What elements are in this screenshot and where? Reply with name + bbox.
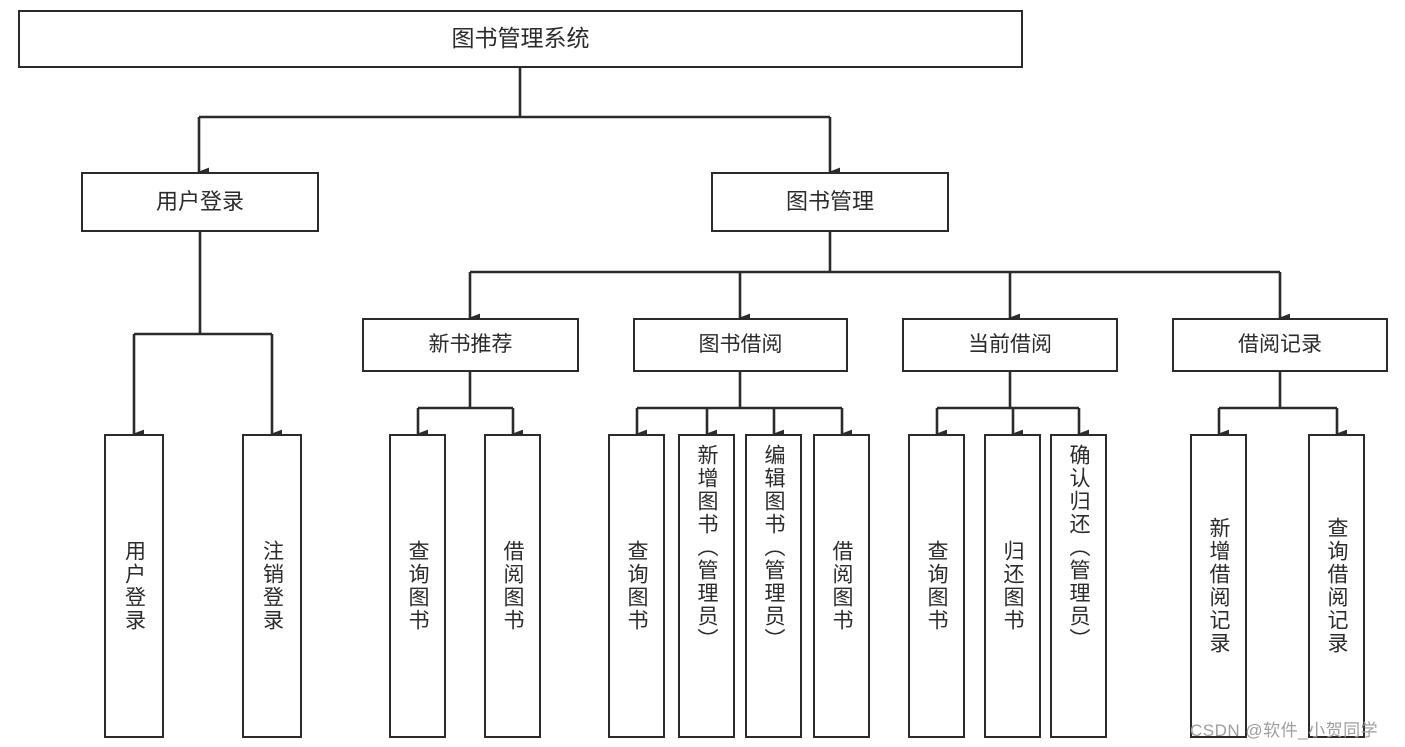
node-leaf-add-record[interactable]: 新增借阅记录 [1190,434,1247,738]
node-user-login[interactable]: 用户登录 [81,172,319,232]
node-leaf-edit-book[interactable]: 编辑图书（管理员） [745,434,802,738]
node-leaf-borrow-book-1[interactable]: 借阅图书 [484,434,541,738]
node-label-leaf-return-book: 归还图书 [1001,540,1024,632]
node-borrow-record[interactable]: 借阅记录 [1172,318,1388,372]
node-label-borrow-record: 借阅记录 [1238,332,1322,356]
node-leaf-query-book-2[interactable]: 查询图书 [608,434,665,738]
node-book-borrow[interactable]: 图书借阅 [633,318,848,372]
node-leaf-query-book-1[interactable]: 查询图书 [389,434,446,738]
node-label-current-borrow: 当前借阅 [968,332,1052,356]
node-leaf-query-book-3[interactable]: 查询图书 [908,434,965,738]
node-label-leaf-borrow-book-2: 借阅图书 [830,540,853,632]
node-label-leaf-add-book: 新增图书（管理员） [695,444,718,651]
node-label-user-login: 用户登录 [155,189,244,215]
node-label-root: 图书管理系统 [451,25,590,52]
node-label-leaf-add-record: 新增借阅记录 [1207,517,1230,655]
node-leaf-add-book[interactable]: 新增图书（管理员） [678,434,735,738]
node-label-leaf-user-logout: 注销登录 [260,540,284,632]
node-label-book-manage: 图书管理 [785,189,874,215]
node-new-book-recommend[interactable]: 新书推荐 [362,318,579,372]
node-book-manage[interactable]: 图书管理 [711,172,949,232]
node-label-leaf-query-book-1: 查询图书 [406,540,429,632]
node-leaf-borrow-book-2[interactable]: 借阅图书 [813,434,870,738]
node-leaf-return-book[interactable]: 归还图书 [984,434,1041,738]
node-label-leaf-query-record: 查询借阅记录 [1325,517,1348,655]
node-current-borrow[interactable]: 当前借阅 [902,318,1118,372]
node-label-leaf-query-book-2: 查询图书 [625,540,648,632]
node-label-leaf-confirm-return: 确认归还（管理员） [1067,444,1090,651]
node-label-leaf-edit-book: 编辑图书（管理员） [762,444,785,651]
node-book-management-system[interactable]: 图书管理系统 [18,10,1023,68]
node-leaf-confirm-return[interactable]: 确认归还（管理员） [1050,434,1107,738]
node-label-leaf-query-book-3: 查询图书 [925,540,948,632]
node-label-leaf-borrow-book-1: 借阅图书 [501,540,524,632]
node-label-new-book-recommend: 新书推荐 [428,332,513,356]
node-leaf-query-record[interactable]: 查询借阅记录 [1308,434,1365,738]
node-leaf-user-login[interactable]: 用户登录 [104,434,164,738]
node-leaf-user-logout[interactable]: 注销登录 [242,434,302,738]
node-label-book-borrow: 图书借阅 [698,332,783,356]
node-label-leaf-user-login: 用户登录 [122,540,146,632]
